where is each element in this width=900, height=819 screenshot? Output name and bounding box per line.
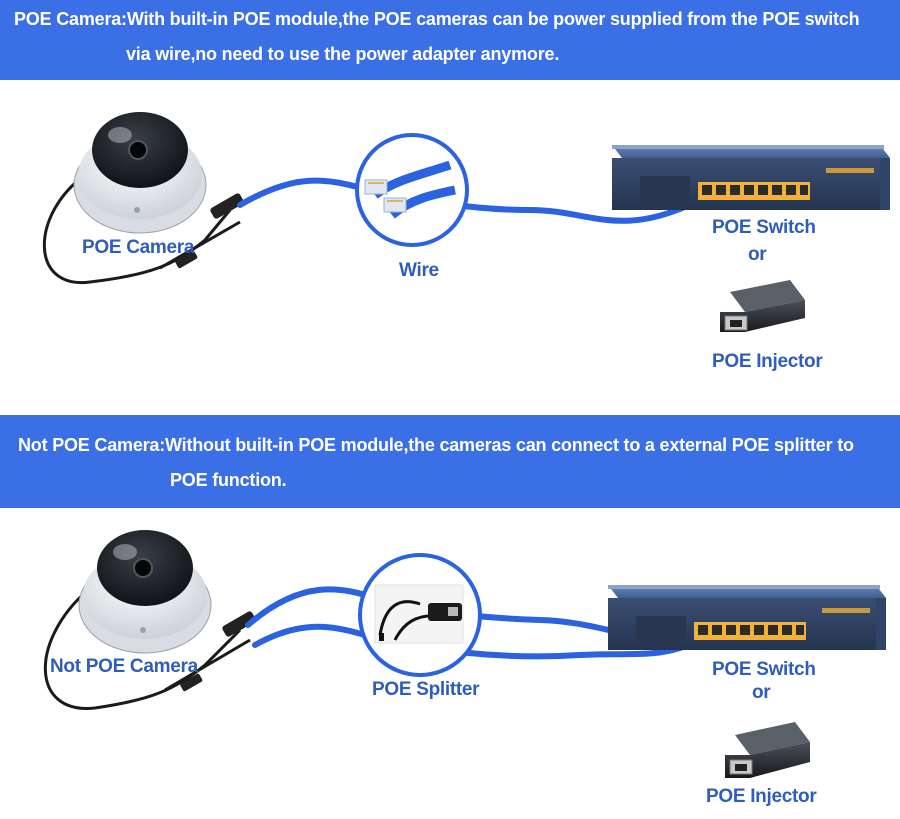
not-poe-banner-line-2: POE function. (170, 470, 287, 490)
poe-camera (73, 112, 207, 234)
not-poe-camera (78, 530, 212, 654)
poe-injector (720, 280, 805, 332)
wire-label: Wire (399, 260, 439, 281)
poe-switch (612, 145, 890, 210)
splitter-magnifier (358, 553, 482, 677)
camera-cable-dc (159, 220, 241, 270)
switch-ports-bottom (694, 622, 806, 640)
poe-banner-line-2: via wire,no need to use the power adapte… (126, 44, 560, 64)
poe-injector-label-bottom: POE Injector (706, 786, 817, 807)
wire-magnifier (355, 133, 469, 247)
top-diagram (42, 112, 890, 332)
not-poe-camera-label: Not POE Camera (50, 656, 198, 677)
poe-splitter-label: POE Splitter (372, 679, 480, 700)
poe-banner-line-1: POE Camera:With built-in POE module,the … (14, 9, 860, 29)
poe-switch-label: POE Switch (712, 217, 816, 238)
not-poe-banner-line-1: Not POE Camera:Without built-in POE modu… (18, 435, 854, 455)
poe-switch-bottom (608, 585, 886, 650)
not-poe-camera-banner: Not POE Camera:Without built-in POE modu… (0, 415, 900, 508)
poe-injector-bottom (725, 722, 810, 778)
bottom-diagram (43, 530, 886, 778)
poe-camera-label: POE Camera (82, 237, 195, 258)
poe-switch-label-bottom: POE Switch (712, 659, 816, 680)
or-label: or (748, 244, 767, 265)
or-label-bottom: or (752, 682, 771, 703)
switch-ports (698, 182, 810, 200)
poe-injector-label: POE Injector (712, 351, 823, 372)
poe-camera-banner: POE Camera:With built-in POE module,the … (0, 0, 900, 80)
